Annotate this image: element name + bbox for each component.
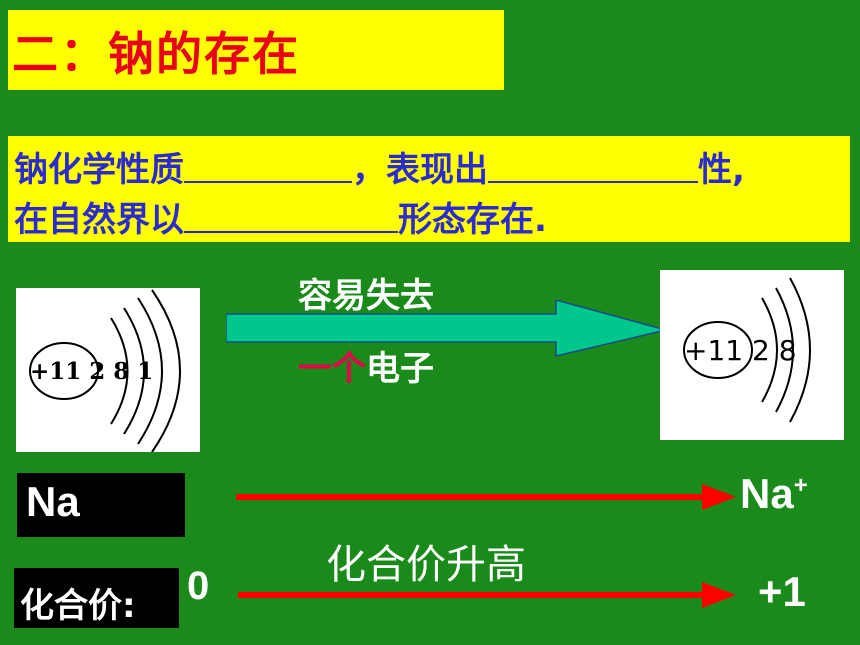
species-left: Na (26, 478, 80, 525)
valence-change-label: 化合价升高 (326, 542, 526, 588)
sodium-ion-svg: +11 2 8 (683, 277, 811, 423)
valence-label: 化合价: (20, 586, 136, 626)
page-title: 二：钠的存在 (12, 27, 300, 81)
species-arrow-head (702, 484, 736, 510)
atom-label-left: +11 2 8 1 (30, 358, 153, 385)
species-arrow-shaft (236, 494, 706, 500)
question-line-2: 在自然界以 形态存在. (14, 192, 547, 241)
species-arrow (236, 484, 736, 510)
nucleus-circle (29, 342, 99, 400)
above-arrow-label: 容易失去 (298, 276, 434, 316)
below-arrow-label: 一个电子 (298, 341, 434, 390)
blank-2 (488, 151, 698, 183)
species-right-charge: + (793, 472, 808, 499)
sodium-ion-diagram: +11 2 8 (660, 270, 844, 440)
valence-arrow-head (702, 582, 736, 608)
ion-nucleus-circle (683, 321, 753, 379)
valence-right-value: +1 (758, 568, 806, 615)
ion-shell-arc-3 (789, 277, 811, 423)
na-label-box (17, 473, 185, 537)
species-right-base: Na (740, 470, 794, 517)
blank-3 (184, 201, 398, 233)
valence-left-value: 0 (187, 564, 210, 608)
atom-label-right: +11 2 8 (684, 334, 797, 367)
ion-shell-arc-2 (775, 287, 794, 413)
question-text-1c: 性, (698, 150, 745, 190)
shell-arc-2 (123, 307, 145, 435)
question-text-2b: 形态存在. (398, 200, 547, 240)
ion-shell-arc-1 (761, 297, 778, 403)
shell-arc-4 (151, 289, 181, 453)
sodium-atom-diagram: +11 2 8 1 (16, 288, 200, 453)
valence-label-box (14, 568, 179, 628)
arrow-shape (226, 300, 667, 357)
valence-arrow-shaft (238, 592, 706, 598)
shell-arc-3 (137, 297, 163, 445)
shell-arc-1 (110, 317, 129, 425)
blank-1 (184, 151, 352, 183)
question-box (8, 136, 850, 242)
below-arrow-highlight: 一个 (298, 349, 366, 389)
question-text-1a: 钠化学性质 (14, 150, 184, 190)
sodium-atom-svg: +11 2 8 1 (29, 289, 181, 453)
lose-electron-arrow (226, 300, 667, 357)
question-text-2a: 在自然界以 (14, 200, 184, 240)
title-banner (8, 10, 504, 90)
question-line-1: 钠化学性质 ，表现出 性, (14, 142, 745, 191)
valence-arrow (238, 582, 736, 608)
species-right: Na+ (740, 470, 808, 518)
question-text-1b: ，表现出 (352, 150, 488, 190)
below-arrow-rest: 电子 (366, 349, 434, 389)
